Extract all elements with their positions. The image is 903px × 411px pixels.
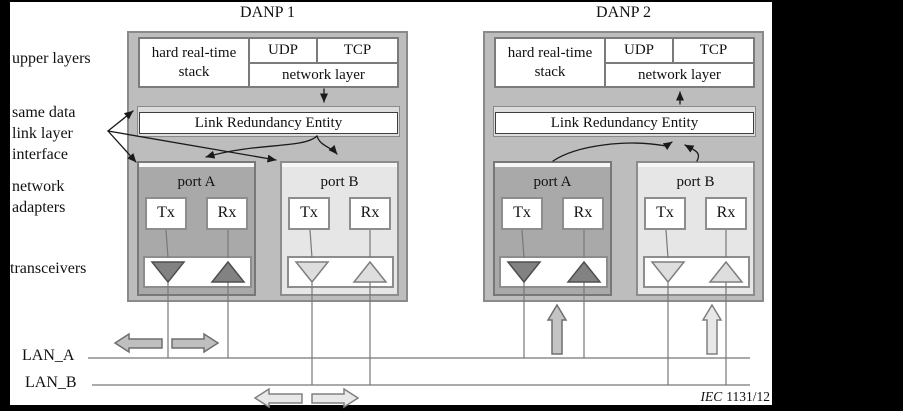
transport-network-column: UDP TCP network layer [606,39,753,86]
label-line: network [12,178,65,195]
transceiver-bar [499,256,608,288]
network-layer-box: network layer [282,66,365,83]
port-a-title: port A [533,174,572,190]
lan-b-label: LAN_B [25,374,77,391]
tx-box: Tx [145,197,187,230]
network-layer-box: network layer [638,66,721,83]
transport-network-column: UDP TCP network layer [250,39,397,86]
port-highlight-strip [495,163,610,167]
rx-box: Rx [562,197,604,230]
port-b-title: port B [676,174,715,190]
iec-number: 1131/12 [726,389,770,404]
transceiver-bar [643,256,750,288]
tx-box: Tx [288,197,330,230]
label-network-adapters: network adapters [12,176,65,218]
label-upper-layers: upper layers [12,50,91,67]
lan-a-label: LAN_A [22,347,75,364]
port-a-title: port A [177,174,216,190]
label-line: link layer [12,125,73,142]
tx-box: Tx [501,197,543,230]
node-box: hard real-time stack UDP TCP network lay… [127,31,408,302]
lre-container: Link Redundancy Entity [493,106,756,137]
label-transceivers: transceivers [10,260,87,277]
link-redundancy-entity-box: Link Redundancy Entity [139,112,398,134]
port-a-panel: port A Tx Rx [493,161,612,296]
upper-layers-box: hard real-time stack UDP TCP network lay… [494,37,755,88]
upper-layers-box: hard real-time stack UDP TCP network lay… [138,37,399,88]
tcp-box: TCP [343,42,372,58]
label-line: adapters [12,199,66,216]
rx-box: Rx [349,197,391,230]
iec-label: IEC [700,389,723,404]
label-line: same data [12,104,76,121]
port-b-panel: port B Tx Rx [280,161,399,296]
rx-box: Rx [206,197,248,230]
port-highlight-strip [139,163,254,167]
node-title: DANP 2 [596,4,651,21]
link-redundancy-entity-box: Link Redundancy Entity [495,112,754,134]
udp-box: UDP [250,39,318,62]
port-a-panel: port A Tx Rx [137,161,256,296]
lre-container: Link Redundancy Entity [137,106,400,137]
node-box: hard real-time stack UDP TCP network lay… [483,31,764,302]
node-title: DANP 1 [240,4,295,21]
danp1-node: DANP 1 hard real-time stack UDP TCP netw… [127,4,408,302]
tx-box: Tx [644,197,686,230]
transceiver-bar [143,256,252,288]
rx-box: Rx [705,197,747,230]
danp2-node: DANP 2 hard real-time stack UDP TCP netw… [483,4,764,302]
tcp-box: TCP [699,42,728,58]
udp-box: UDP [606,39,674,62]
port-b-panel: port B Tx Rx [636,161,755,296]
port-highlight-strip [282,163,397,167]
label-line: interface [12,146,68,163]
port-highlight-strip [638,163,753,167]
hard-real-time-stack-box: hard real-time stack [140,39,250,86]
hard-real-time-stack-box: hard real-time stack [496,39,606,86]
port-b-title: port B [320,174,359,190]
transceiver-bar [287,256,394,288]
label-link-layer-interface: same data link layer interface [12,102,76,165]
